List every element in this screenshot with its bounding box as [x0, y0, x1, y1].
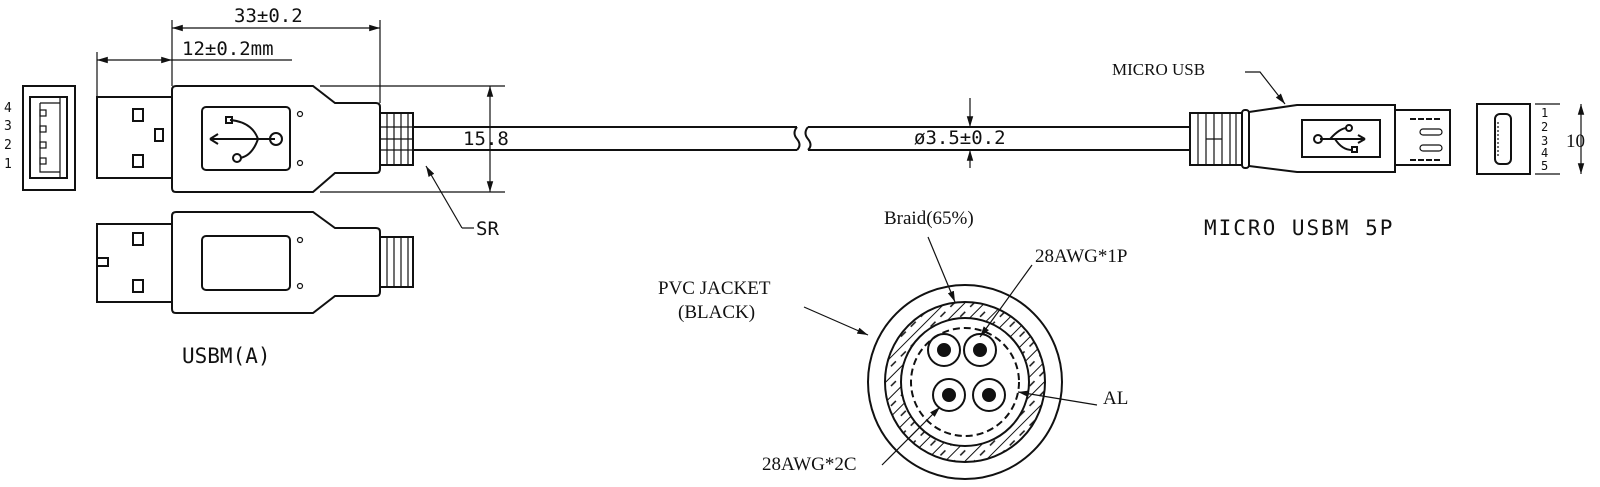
pin-label: 5: [1541, 159, 1548, 173]
usb-logo-icon: [209, 116, 283, 163]
pin-label: 4: [1541, 146, 1548, 160]
pin-label: 2: [1541, 120, 1548, 134]
dim-plug: 12±0.2mm: [182, 38, 274, 60]
strain-relief-label: SR: [476, 218, 499, 240]
pin-label: 4: [4, 101, 12, 116]
jacket-label-line2: (BLACK): [678, 302, 755, 323]
micro-usb-callout: MICRO USB: [1112, 60, 1205, 79]
strain-relief: [379, 112, 414, 166]
cable: [413, 126, 1190, 151]
usb-a-end-view: 4 3 2 1: [4, 85, 76, 191]
pin-label: 2: [4, 138, 12, 153]
conductor: [927, 333, 961, 367]
pin-label: 1: [1541, 106, 1548, 120]
usb-a-title: USBM(A): [182, 344, 271, 368]
braid-label: Braid(65%): [884, 208, 974, 229]
usb-logo-icon: [1313, 124, 1366, 153]
usb-a-plug-top: [96, 85, 414, 193]
jacket-label-line1: PVC JACKET: [658, 278, 771, 299]
pin-label: 3: [1541, 134, 1548, 148]
pin-label: 1: [4, 157, 12, 172]
pin-label: 3: [4, 119, 12, 134]
micro-usb-end-view: 1 2 3 4 5 10 MICRO USBM 5P: [1204, 103, 1585, 240]
conductor: [972, 378, 1006, 412]
conductor: [932, 378, 966, 412]
dim-height: 15.8: [463, 128, 509, 150]
pair-2c-label: 28AWG*2C: [762, 454, 857, 475]
micro-usb-plug: MICRO USB: [1112, 60, 1451, 173]
cable-diameter-dimension: ø3.5±0.2: [914, 98, 1006, 168]
dimensions-usb-a: 33±0.2 12±0.2mm 15.8 SR: [96, 5, 509, 240]
usb-a-plug-side: USBM(A): [96, 211, 414, 368]
cable-diameter: ø3.5±0.2: [914, 127, 1006, 149]
micro-dim-height: 10: [1566, 131, 1585, 152]
foil-label: AL: [1103, 388, 1128, 409]
dim-overall: 33±0.2: [234, 5, 303, 27]
pair-1p-label: 28AWG*1P: [1035, 246, 1127, 267]
cable-cross-section: Braid(65%) 28AWG*1P PVC JACKET (BLACK) A…: [658, 208, 1128, 480]
micro-usb-title: MICRO USBM 5P: [1204, 216, 1394, 240]
